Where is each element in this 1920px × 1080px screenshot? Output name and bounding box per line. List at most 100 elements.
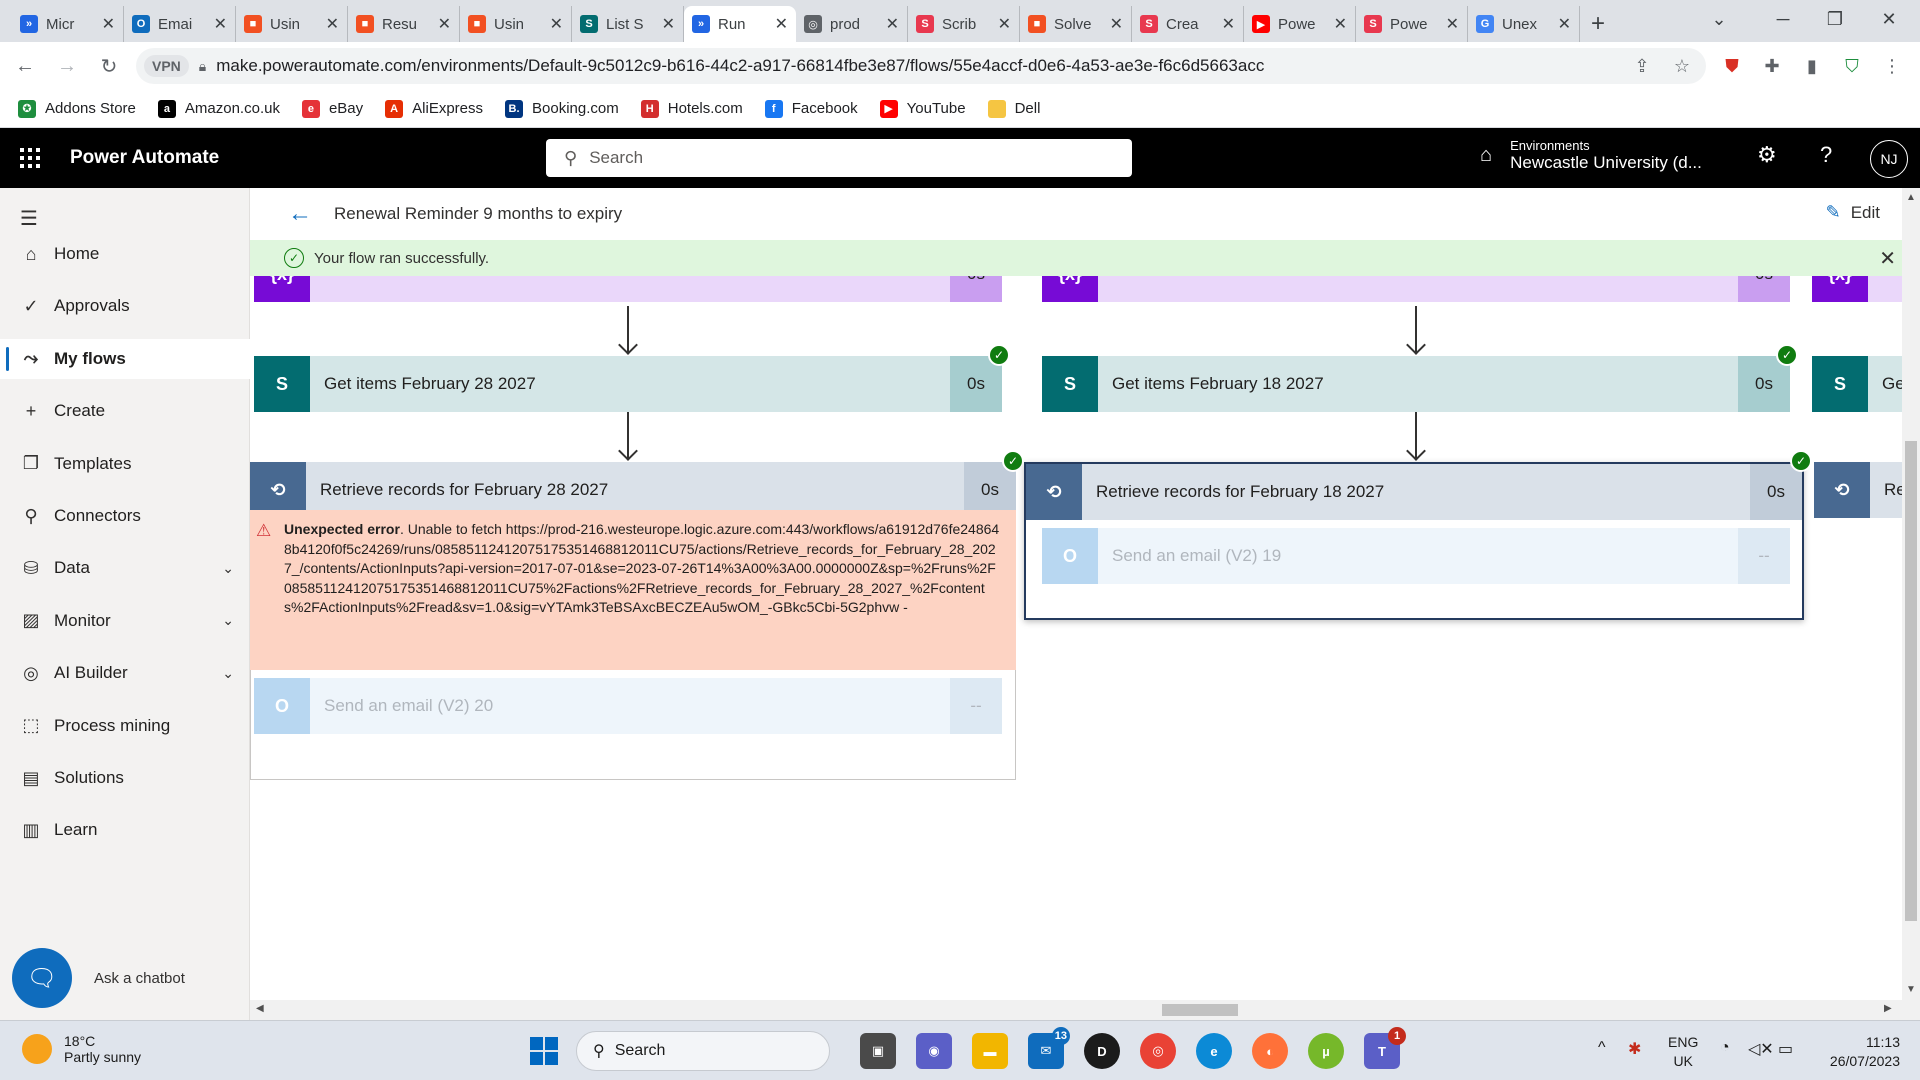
app-title[interactable]: Power Automate xyxy=(70,147,220,168)
chrome-icon[interactable]: ◎ xyxy=(1140,1033,1176,1069)
address-bar[interactable]: VPN 🔒︎ make.powerautomate.com/environmen… xyxy=(136,48,1706,84)
minimize-icon[interactable]: ─ xyxy=(1776,8,1790,29)
bookmark-item[interactable]: B.Booking.com xyxy=(505,99,619,118)
reload-icon[interactable]: ↻ xyxy=(100,55,118,78)
scroll-up-icon[interactable]: ▲ xyxy=(1906,192,1916,203)
nav-item-home[interactable]: ⌂Home xyxy=(0,234,250,274)
browser-tab[interactable]: »Run✕ xyxy=(684,6,796,42)
initialize-variable-card-left[interactable]: {x} 0s xyxy=(254,276,1002,302)
browser-tab[interactable]: ■Solve✕ xyxy=(1020,6,1132,42)
nav-item-templates[interactable]: ❐Templates xyxy=(0,444,250,484)
scroll-right-icon[interactable]: ▶ xyxy=(1884,1003,1892,1014)
tab-close-icon[interactable]: ✕ xyxy=(549,16,563,33)
nav-item-ai-builder[interactable]: ◎AI Builder⌄ xyxy=(0,653,250,693)
volume-muted-icon[interactable]: ◁✕ xyxy=(1748,1041,1774,1058)
tab-close-icon[interactable]: ✕ xyxy=(661,16,675,33)
tab-search-icon[interactable]: ⌄ xyxy=(1711,8,1727,29)
side-panel-icon[interactable]: ▮ xyxy=(1807,55,1817,76)
get-items-card-far[interactable]: S Ge xyxy=(1812,356,1902,412)
chevron-down-icon[interactable]: ⌄ xyxy=(222,559,234,576)
environment-picker[interactable]: ⌂ Environments Newcastle University (d..… xyxy=(1480,138,1702,173)
nav-item-create[interactable]: +Create xyxy=(0,391,250,431)
tab-close-icon[interactable]: ✕ xyxy=(101,16,115,33)
browser-tab[interactable]: »Micr✕ xyxy=(12,6,124,42)
restore-icon[interactable]: ❐ xyxy=(1826,8,1844,29)
system-clock[interactable]: 11:13 26/07/2023 xyxy=(1820,1033,1900,1071)
browser-tab[interactable]: ■Resu✕ xyxy=(348,6,460,42)
settings-gear-icon[interactable]: ⚙ xyxy=(1757,142,1777,167)
nav-item-my-flows[interactable]: ⤳My flows xyxy=(0,338,250,379)
firefox-icon[interactable]: ◐ xyxy=(1252,1033,1288,1069)
tab-close-icon[interactable]: ✕ xyxy=(1221,16,1235,33)
back-icon[interactable]: ← xyxy=(15,54,35,77)
lock-icon[interactable]: 🔒︎ xyxy=(198,57,207,74)
retrieve-records-card-far[interactable]: ⟲ Re xyxy=(1814,462,1902,518)
app-launcher-icon[interactable] xyxy=(0,128,60,188)
edit-button[interactable]: ✎ Edit xyxy=(1826,202,1880,223)
bookmark-item[interactable]: Dell xyxy=(987,99,1040,118)
tray-overflow-icon[interactable]: ^ xyxy=(1598,1039,1606,1056)
tray-app-icon[interactable]: ✱ xyxy=(1628,1041,1642,1058)
horizontal-scrollbar[interactable]: ◀ ▶ xyxy=(250,1000,1920,1020)
nav-item-approvals[interactable]: ✓Approvals xyxy=(0,286,250,326)
nav-item-data[interactable]: ⛁Data⌄ xyxy=(0,548,250,588)
security-extension-icon[interactable]: ⛉ xyxy=(1845,55,1859,76)
task-view-icon[interactable]: ▣ xyxy=(860,1033,896,1069)
browser-menu-icon[interactable]: ⋮ xyxy=(1883,55,1901,76)
close-window-icon[interactable]: ✕ xyxy=(1881,8,1897,29)
back-arrow-icon[interactable]: ← xyxy=(288,200,312,227)
tab-close-icon[interactable]: ✕ xyxy=(1109,16,1123,33)
battery-icon[interactable]: ▭ xyxy=(1778,1041,1794,1058)
nav-item-connectors[interactable]: ⚲Connectors xyxy=(0,496,250,536)
tab-close-icon[interactable]: ✕ xyxy=(325,16,339,33)
dell-app-icon[interactable]: D xyxy=(1084,1033,1120,1069)
windows-start-icon[interactable] xyxy=(530,1037,558,1065)
retrieve-records-card-left[interactable]: ⟲ Retrieve records for February 28 2027 … xyxy=(250,462,1016,518)
forward-icon[interactable]: → xyxy=(57,54,77,77)
tab-close-icon[interactable]: ✕ xyxy=(997,16,1011,33)
vertical-scrollbar[interactable]: ▲ ▼ xyxy=(1902,188,1920,1000)
chatbot-button[interactable]: 🗨︎ xyxy=(12,948,72,1008)
tab-close-icon[interactable]: ✕ xyxy=(774,16,788,33)
initialize-variable-card-far[interactable]: {x} xyxy=(1812,276,1902,302)
tab-close-icon[interactable]: ✕ xyxy=(885,16,899,33)
hamburger-menu-icon[interactable]: ☰ xyxy=(20,208,38,230)
nav-item-monitor[interactable]: ▨Monitor⌄ xyxy=(0,601,250,641)
edge-icon[interactable]: e xyxy=(1196,1033,1232,1069)
mail-app-icon[interactable]: ✉13 xyxy=(1028,1027,1070,1069)
tab-close-icon[interactable]: ✕ xyxy=(1557,16,1571,33)
weather-widget[interactable]: 18°C Partly sunny xyxy=(22,1033,141,1065)
bookmark-item[interactable]: ▶YouTube xyxy=(879,99,966,118)
url-text[interactable]: make.powerautomate.com/environments/Defa… xyxy=(216,56,1265,75)
browser-tab[interactable]: ▶Powe✕ xyxy=(1244,6,1356,42)
nav-item-learn[interactable]: ▥Learn xyxy=(0,810,250,850)
teams-chat-icon[interactable]: ◉ xyxy=(916,1033,952,1069)
chevron-down-icon[interactable]: ⌄ xyxy=(222,664,234,681)
bookmark-item[interactable]: ✪Addons Store xyxy=(18,99,136,118)
tab-close-icon[interactable]: ✕ xyxy=(437,16,451,33)
shield-extension-icon[interactable]: ⛊ xyxy=(1725,55,1739,76)
tab-close-icon[interactable]: ✕ xyxy=(213,16,227,33)
wifi-icon[interactable]: ◔ xyxy=(1720,1039,1730,1056)
nav-item-solutions[interactable]: ▤Solutions xyxy=(0,758,250,798)
file-explorer-icon[interactable]: ▬ xyxy=(972,1033,1008,1069)
get-items-card-left[interactable]: S Get items February 28 2027 0s xyxy=(254,356,1002,412)
extensions-icon[interactable]: ✚ xyxy=(1764,55,1780,76)
language-indicator[interactable]: ENG UK xyxy=(1668,1033,1698,1071)
initialize-variable-card-right[interactable]: {x} 0s xyxy=(1042,276,1790,302)
vpn-badge[interactable]: VPN xyxy=(144,55,189,77)
scroll-down-icon[interactable]: ▼ xyxy=(1906,984,1916,995)
taskbar-search[interactable]: ⚲ Search xyxy=(576,1031,830,1071)
dismiss-banner-icon[interactable]: ✕ xyxy=(1879,247,1896,270)
share-icon[interactable]: ⇪ xyxy=(1634,55,1650,76)
vertical-scroll-thumb[interactable] xyxy=(1905,441,1917,921)
utorrent-icon[interactable]: µ xyxy=(1308,1033,1344,1069)
nav-item-process-mining[interactable]: ⬚Process mining xyxy=(0,706,250,746)
